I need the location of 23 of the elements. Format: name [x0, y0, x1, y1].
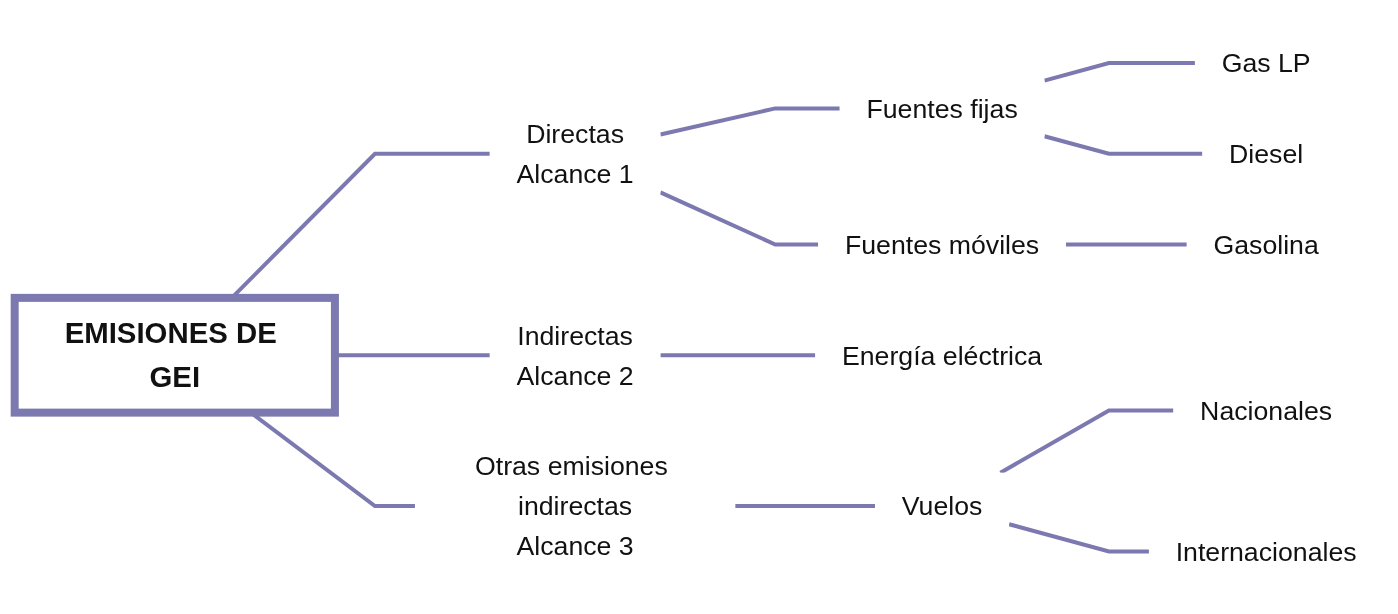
- connector: [659, 190, 819, 247]
- connector: [1043, 134, 1203, 156]
- node-text: Internacionales: [1175, 536, 1357, 566]
- node-text: Fuentes móviles: [844, 229, 1040, 259]
- connector: [735, 503, 876, 508]
- node-text: Vuelos: [901, 491, 983, 521]
- connector: [1065, 242, 1187, 247]
- node-box: [10, 293, 339, 417]
- node-text: Indirectas Alcance 2: [516, 320, 634, 390]
- connector: [659, 106, 840, 137]
- connector: [1043, 60, 1195, 83]
- node-text: Gas LP: [1221, 48, 1311, 78]
- node-text: Gasolina: [1213, 229, 1319, 259]
- mind-map-drawing: EMISIONES DE GEI Directas Alcance 1 Fuentes fijas Fuentes móviles Gas LP Diesel Gasolina Indirectas Alcance 2 Energía eléctrica Otras emisiones indirectas Alcance 3 Vuelos Nacionales Internacionales: [4, 18, 1394, 596]
- node-text: Nacionales: [1200, 395, 1333, 426]
- node-text: Directas Alcance 1: [516, 118, 634, 189]
- connector: [999, 408, 1174, 475]
- connector: [660, 353, 816, 358]
- node-text: Diesel: [1229, 138, 1304, 169]
- node-text: Otras emisiones indirectas Alcance 3: [474, 451, 668, 561]
- connector: [1008, 522, 1149, 554]
- node-text: Energía eléctrica: [841, 340, 1043, 370]
- node-text: Fuentes fijas: [866, 93, 1018, 123]
